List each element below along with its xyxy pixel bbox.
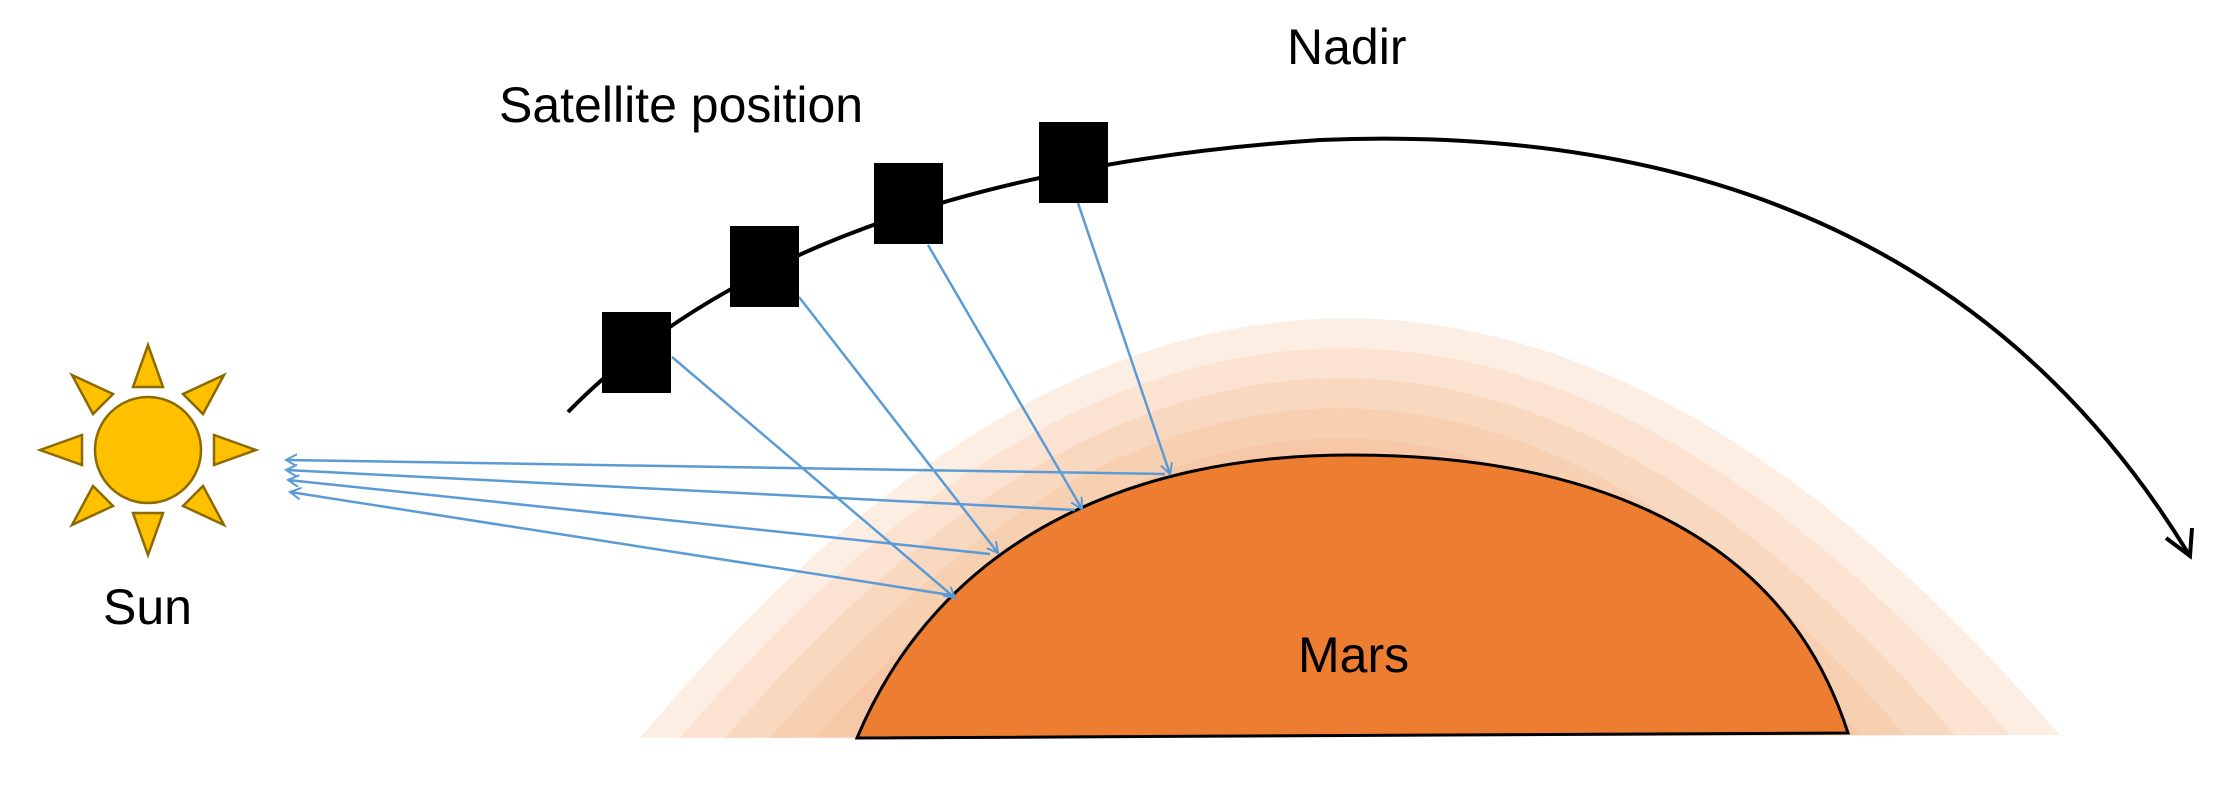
orbit-arrowhead	[2164, 527, 2194, 560]
satellite-ray-3	[926, 244, 1084, 509]
sun-ray-2	[288, 480, 991, 556]
sun-icon	[36, 341, 260, 559]
satellite-position-label: Satellite position	[499, 77, 863, 133]
sun-rays	[286, 460, 1166, 597]
sun-label: Sun	[103, 579, 192, 635]
satellites	[602, 122, 1108, 393]
mars-label: Mars	[1298, 627, 1409, 683]
sun-ray-1	[290, 492, 951, 597]
sun-ray-3	[286, 470, 1076, 512]
satellite-square-icon	[602, 312, 671, 393]
satellite-ray-1	[671, 356, 955, 598]
mars-planet	[854, 453, 1851, 740]
satellite-square-icon	[730, 226, 799, 307]
satellite-square-icon	[1039, 122, 1108, 203]
satellite-square-icon	[874, 163, 943, 244]
nadir-label: Nadir	[1287, 19, 1406, 75]
satellite-rays	[671, 202, 1170, 598]
sun-ray-4	[286, 460, 1166, 476]
satellite-ray-2	[798, 296, 998, 553]
satellite-ray-4	[1076, 202, 1170, 474]
